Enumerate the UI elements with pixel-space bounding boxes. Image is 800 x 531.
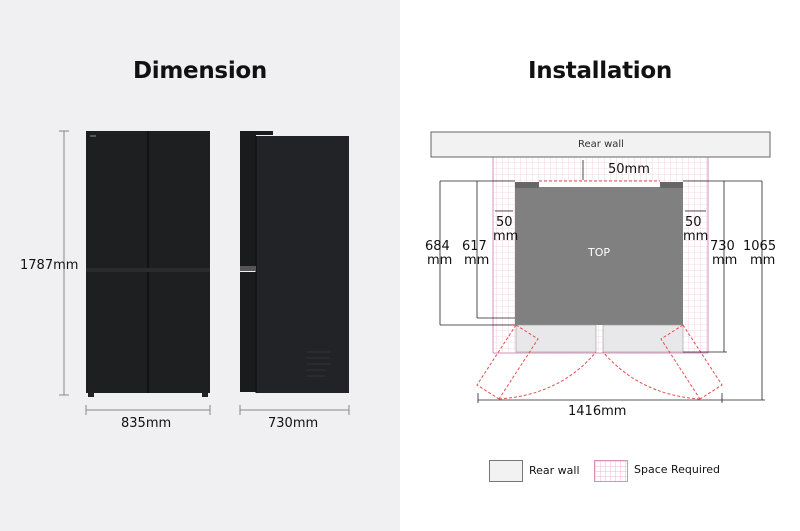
depth-730-unit: mm [712,253,738,268]
fridge-front-view [86,131,210,397]
installation-diagram [430,131,771,403]
door-open-width-label: 1416mm [568,404,627,419]
rear-wall [430,131,771,158]
depth-1065-unit: mm [750,253,776,268]
depth-label: 730mm [268,416,319,431]
depth-684-num: 684 [425,239,450,254]
dimension-panel: Dimension [0,0,400,531]
fridge-side-view [240,131,349,393]
top-label: TOP [588,246,611,259]
gap-left-num: 50 [496,215,513,230]
legend-swatch-rear-wall [489,460,523,482]
installation-title: Installation [528,58,672,84]
gap-left-unit: mm [493,229,519,244]
depth-617-num: 617 [462,239,487,254]
depth-1065-num: 1065 [743,239,777,254]
installation-panel: Installation [400,0,800,531]
depth-684-unit: mm [427,253,453,268]
fridge-drawings [59,130,350,415]
legend-label-rear-wall: Rear wall [529,464,580,477]
gap-rear-label: 50mm [608,162,650,177]
rear-wall-label: Rear wall [578,139,624,150]
width-label: 835mm [121,416,172,431]
depth-617-unit: mm [464,253,490,268]
dimension-title: Dimension [133,58,267,84]
legend-label-space-required: Space Required [634,463,720,476]
gap-right-num: 50 [685,215,702,230]
legend-swatch-space-required [594,460,628,482]
height-label: 1787mm [20,258,79,273]
fridge-top [515,182,683,325]
depth-730-num: 730 [710,239,735,254]
gap-right-unit: mm [683,229,709,244]
